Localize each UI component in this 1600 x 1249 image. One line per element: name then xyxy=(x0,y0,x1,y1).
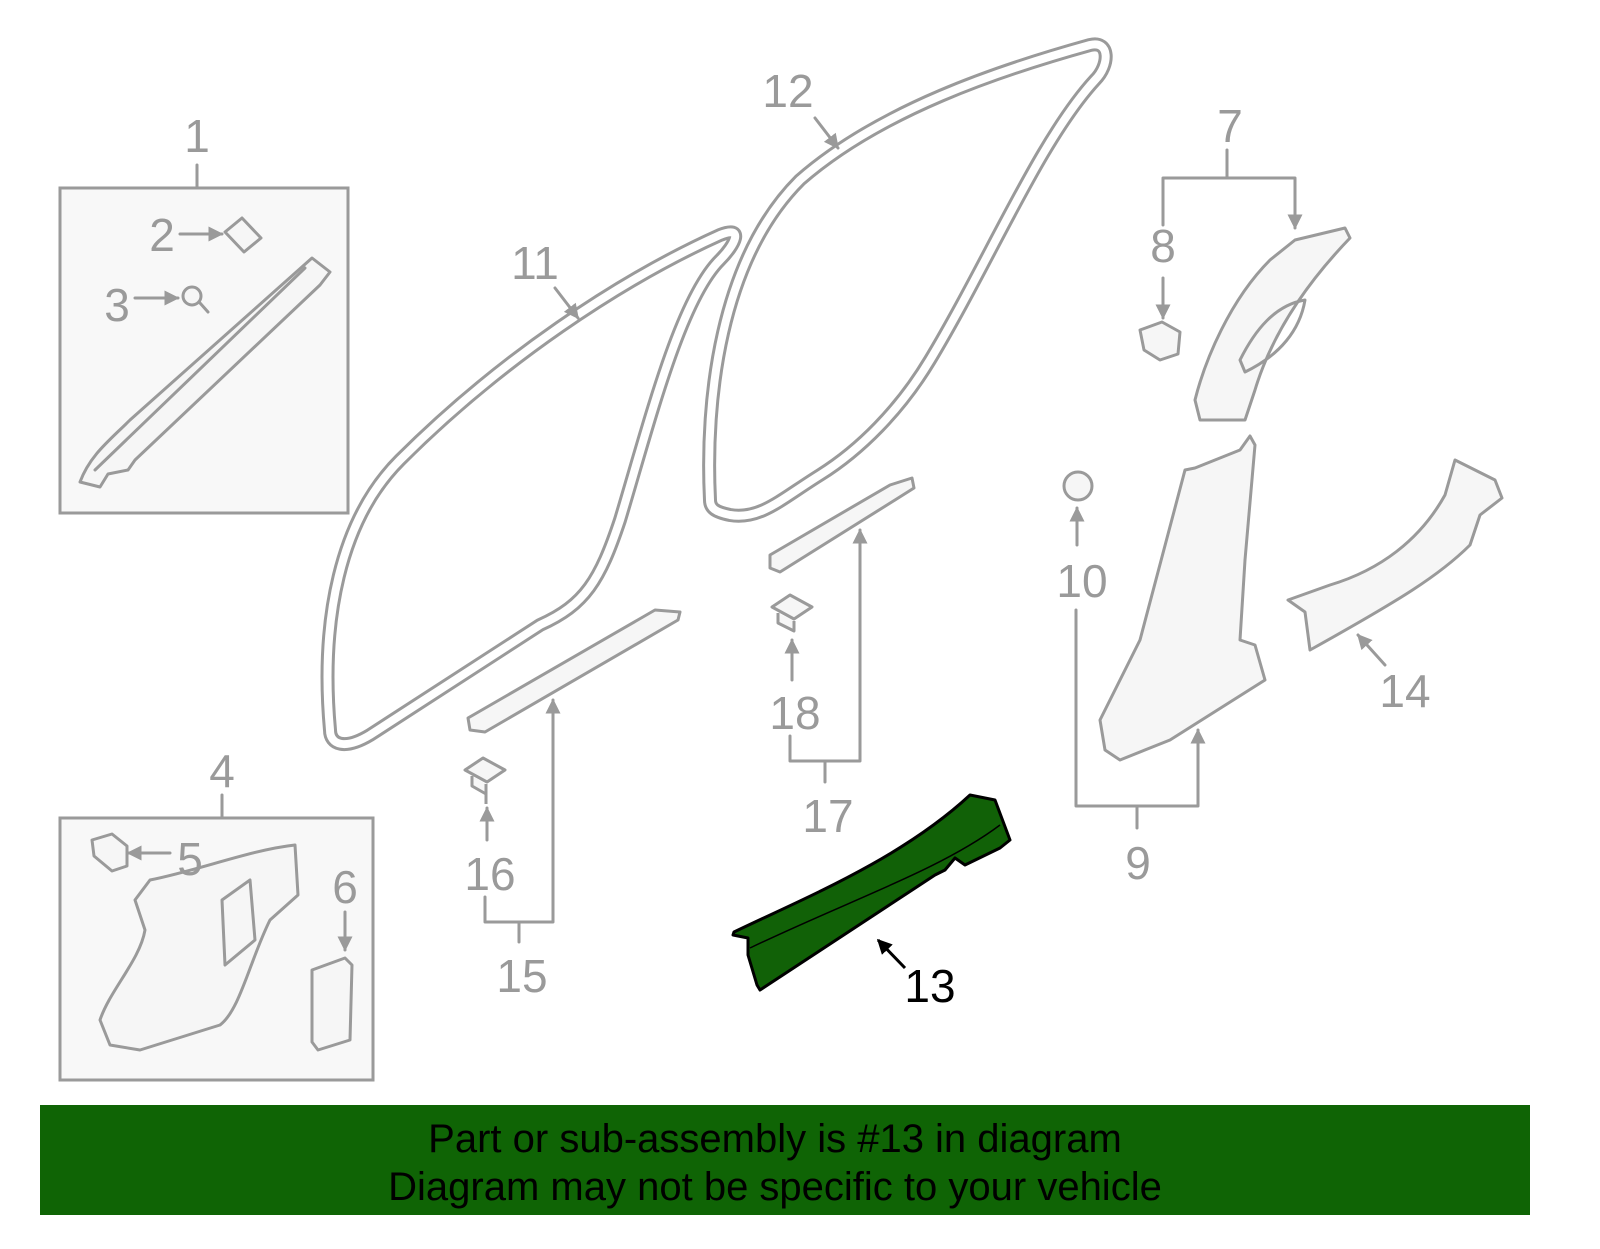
callout-12: 12 xyxy=(762,65,813,117)
part-16-clip[interactable] xyxy=(463,756,507,804)
part-13-scuff-plate[interactable] xyxy=(731,793,1012,992)
callout-labels: 1 2 3 4 5 6 7 8 9 10 11 12 13 14 15 16 1… xyxy=(104,65,1430,1012)
callout-11: 11 xyxy=(511,237,559,289)
callout-14: 14 xyxy=(1379,665,1430,717)
callout-16: 16 xyxy=(464,848,515,900)
part-2-clip[interactable] xyxy=(223,216,263,254)
part-8-clip[interactable] xyxy=(1138,320,1182,362)
part-5-clip[interactable] xyxy=(90,832,129,873)
banner-line-1: Part or sub-assembly is #13 in diagram xyxy=(428,1117,1122,1161)
callout-15: 15 xyxy=(496,950,547,1002)
part-group-4[interactable] xyxy=(58,793,375,1082)
part-17-sill-plate[interactable] xyxy=(768,476,916,574)
callout-1: 1 xyxy=(184,110,210,162)
part-group-1[interactable] xyxy=(58,163,350,515)
part-9-lower-pillar-trim[interactable] xyxy=(1098,434,1267,762)
part-14-rear-trim[interactable] xyxy=(1286,458,1504,652)
callout-8: 8 xyxy=(1150,220,1176,272)
callout-9: 9 xyxy=(1125,837,1151,889)
callout-13: 13 xyxy=(904,960,955,1012)
part-3-screw[interactable] xyxy=(181,285,203,307)
banner-line-2: Diagram may not be specific to your vehi… xyxy=(388,1165,1162,1209)
callout-17: 17 xyxy=(802,790,853,842)
part-7-upper-pillar-trim[interactable] xyxy=(1193,226,1352,422)
callout-2: 2 xyxy=(149,209,175,261)
part-15-sill-plate[interactable] xyxy=(466,608,682,734)
part-4-quarter-trim[interactable] xyxy=(98,843,300,1052)
callout-10: 10 xyxy=(1056,555,1107,607)
part-1-a-pillar-trim[interactable] xyxy=(78,256,332,489)
callout-3: 3 xyxy=(104,279,130,331)
part-18-clip[interactable] xyxy=(770,593,814,633)
notice-banner: Part or sub-assembly is #13 in diagram D… xyxy=(40,1105,1530,1215)
part-11-weatherstrip[interactable] xyxy=(320,225,743,751)
callout-18: 18 xyxy=(769,687,820,739)
callout-5: 5 xyxy=(177,833,203,885)
callout-4: 4 xyxy=(209,745,235,797)
callout-6: 6 xyxy=(332,861,358,913)
part-10-clip[interactable] xyxy=(1062,470,1094,502)
callout-7: 7 xyxy=(1217,100,1243,152)
part-6-cover[interactable] xyxy=(310,956,354,1052)
